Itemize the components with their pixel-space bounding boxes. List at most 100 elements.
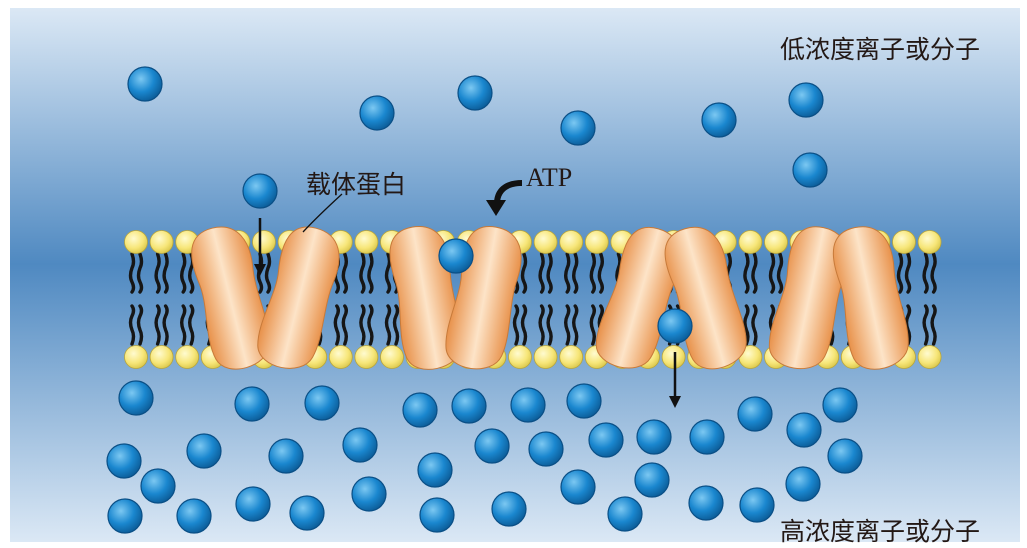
molecule-icon — [566, 383, 602, 419]
molecule-icon — [242, 173, 278, 209]
lipid-tail — [564, 252, 571, 294]
arrows — [254, 180, 681, 408]
carrier-protein-icon — [832, 226, 909, 370]
lipid-head — [738, 230, 763, 254]
molecule-icon — [457, 75, 493, 111]
molecule-icon — [234, 386, 270, 422]
molecule-icon — [359, 95, 395, 131]
lipid-head — [892, 230, 916, 254]
carrier-protein-icon — [257, 226, 340, 369]
molecule-icon — [289, 495, 325, 531]
lipid-tail — [538, 252, 545, 294]
lipid-tail — [743, 252, 750, 294]
lipid-tail — [136, 304, 144, 346]
molecule-icon — [107, 498, 143, 534]
lipid-tail — [256, 252, 264, 294]
lipid-tail — [128, 304, 136, 346]
high-concentration-label: 高浓度离子或分子 — [780, 517, 981, 546]
molecule-icon — [402, 392, 438, 428]
lipid-tail — [384, 304, 392, 346]
molecule-icon — [636, 419, 672, 455]
leader-line — [302, 193, 343, 233]
molecule-icon — [268, 438, 304, 474]
lipid-tail — [162, 304, 169, 346]
lipid-head — [533, 345, 558, 369]
molecule-icon — [792, 152, 828, 188]
lipid-tail — [384, 252, 392, 294]
lipid-tail — [930, 304, 937, 346]
lipid-tail — [128, 252, 136, 294]
low-concentration-label: 低浓度离子或分子 — [780, 35, 981, 64]
molecule-icon — [186, 433, 222, 469]
molecule-icon — [235, 486, 271, 522]
lipid-head — [533, 230, 558, 254]
lipid-head — [175, 345, 200, 369]
lipid-tail — [904, 304, 912, 346]
molecule-icon — [351, 476, 387, 512]
molecule-icon — [785, 466, 821, 502]
lipid-tail — [930, 252, 937, 294]
lipid-head — [917, 230, 942, 254]
molecule-icon — [342, 427, 378, 463]
lipid-tail — [154, 252, 161, 294]
lipid-head — [559, 230, 584, 254]
lipid-tail — [564, 304, 571, 346]
molecule-icon — [419, 497, 455, 533]
atp-label: ATP — [526, 163, 573, 192]
molecule-icon — [140, 468, 176, 504]
lipid-head — [149, 230, 174, 254]
carrier-proteins — [191, 226, 909, 370]
lipid-tail — [589, 252, 596, 294]
lipid-tail — [341, 252, 348, 294]
lipid-tail — [597, 252, 604, 294]
lipid-tail — [922, 304, 929, 346]
molecule-icon — [491, 491, 527, 527]
molecule-icon — [417, 452, 453, 488]
lipid-tail — [367, 252, 374, 294]
lipid-tail — [546, 252, 553, 294]
lipid-tail — [572, 304, 579, 346]
lipid-tail — [751, 252, 758, 294]
molecule-icon — [560, 469, 596, 505]
molecule-icon — [510, 387, 546, 423]
lipid-head — [328, 345, 353, 369]
lipid-head — [124, 345, 148, 369]
lipid-tail — [572, 252, 579, 294]
lipid-head — [559, 345, 584, 369]
molecule-icon — [451, 388, 487, 424]
molecule-icon — [701, 102, 737, 138]
lipid-tail — [359, 304, 366, 346]
lipid-tail — [333, 304, 340, 346]
lipid-tail — [922, 252, 929, 294]
molecule-icon — [688, 485, 724, 521]
lipid-tail — [180, 252, 187, 294]
molecule-icon — [657, 308, 693, 344]
molecule-icon — [822, 387, 858, 423]
lipid-tail — [896, 252, 904, 294]
molecule-icon — [304, 385, 340, 421]
lipid-tail — [904, 252, 912, 294]
molecule-icon — [474, 428, 510, 464]
lipid-tail — [367, 304, 374, 346]
molecule-icon — [607, 496, 643, 532]
lipid-tail — [776, 252, 784, 294]
lipid-tail — [743, 304, 750, 346]
lipid-tail — [264, 252, 272, 294]
molecule-icon — [438, 238, 474, 274]
carrier-protein-icon — [191, 226, 271, 370]
molecule-icon — [739, 487, 775, 523]
lipid-tail — [162, 252, 169, 294]
lipid-head — [149, 345, 174, 369]
molecule-icon — [827, 438, 863, 474]
lipid-head — [354, 345, 379, 369]
lipid-tail — [180, 304, 187, 346]
lipid-tail — [751, 304, 758, 346]
molecule-icon — [737, 396, 773, 432]
lipid-head — [661, 345, 686, 369]
lipid-tail — [392, 304, 400, 346]
lipid-head — [764, 230, 788, 254]
lipid-tail — [188, 304, 195, 346]
lipid-head — [917, 345, 942, 369]
lipid-tail — [359, 252, 366, 294]
